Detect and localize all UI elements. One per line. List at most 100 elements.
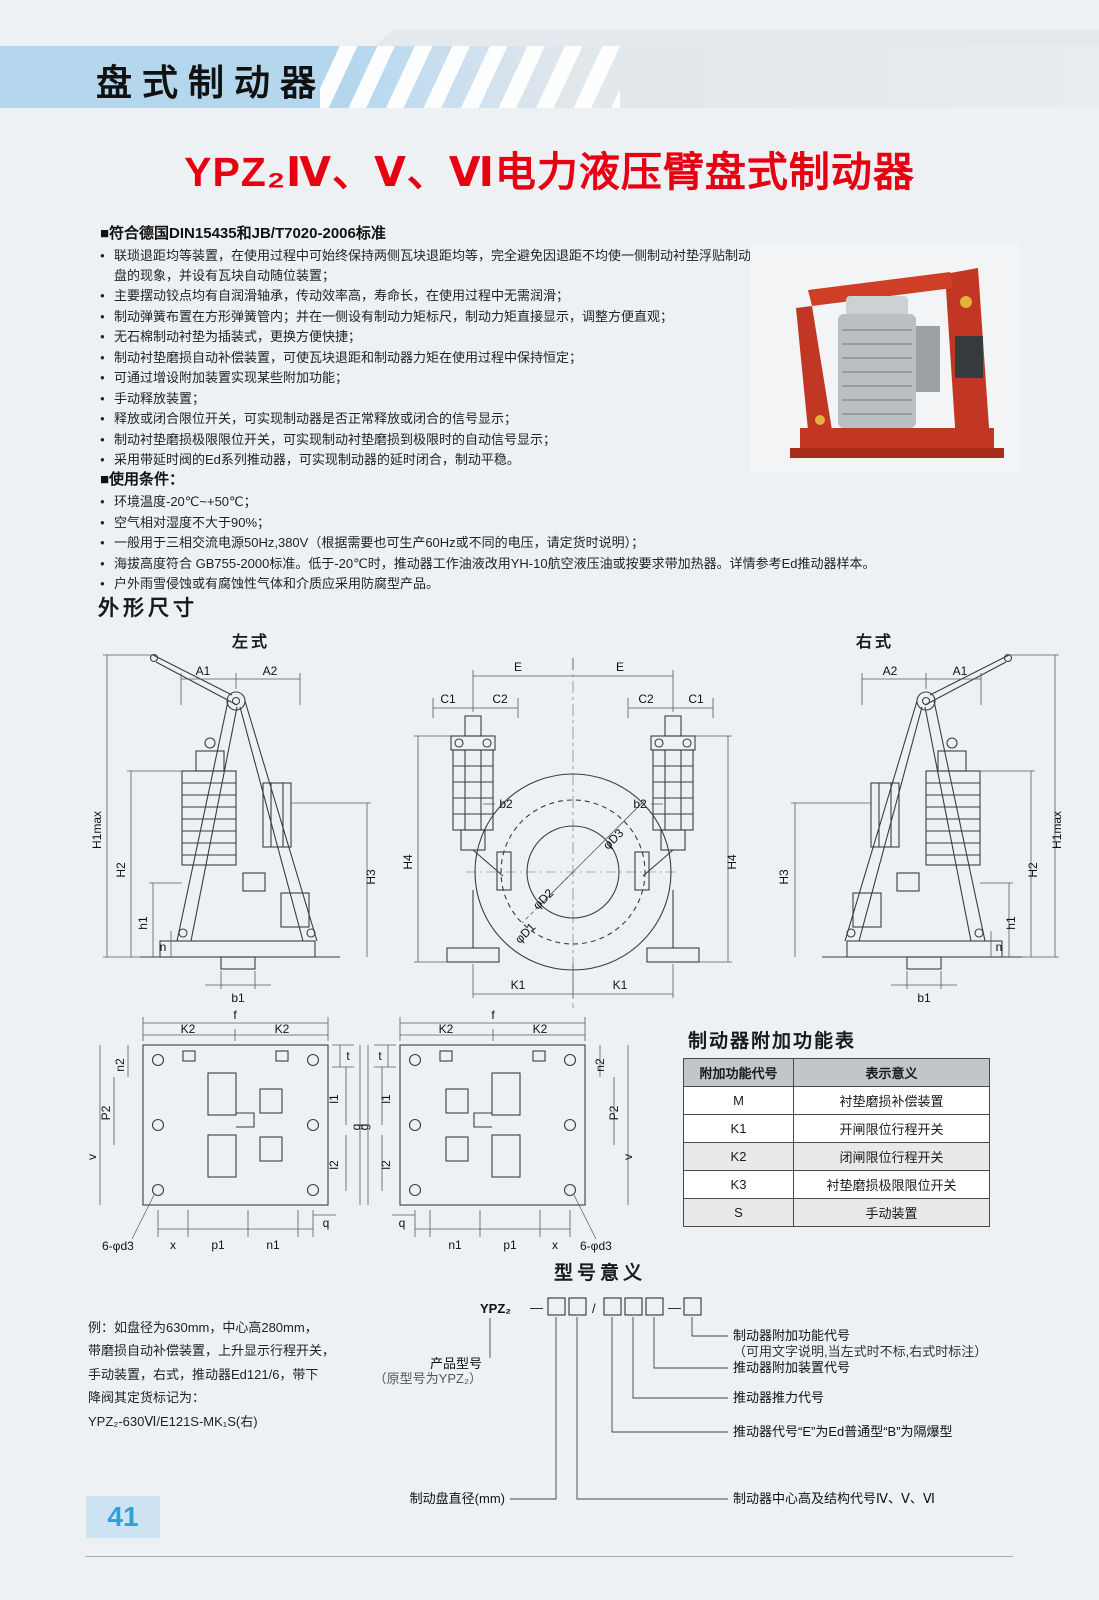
table-cell-code: M [683, 1086, 794, 1115]
model-leader-lines [489, 1317, 728, 1500]
thruster-cap [846, 296, 908, 318]
table-row: K1 开闸限位行程开关 [683, 1114, 990, 1143]
brake-base [800, 428, 994, 450]
pivot-pin [960, 296, 972, 308]
model-label-func-note: （可用文字说明,当左式时不标,右式时标注） [733, 1344, 987, 1359]
feature-item: 联琐退距均等装置，在使用过程中可始终保持两侧瓦块退距均等，完全避免因退距不均使一… [100, 246, 760, 285]
right-elevation-geometry [822, 653, 1022, 970]
dim-label-n2: n2 [113, 1058, 127, 1072]
base-plan-right-drawing: f K2 K2 t n2 P2 v l1 l2 g q x p1 n1 6-φd… [349, 1008, 635, 1253]
model-box-center-code [568, 1297, 587, 1316]
dim-label-n2: n2 [593, 1058, 607, 1072]
front-view-drawing: E E C1 C2 C2 C1 b2 b2 H4 H4 φD3 φD2 φD1 … [401, 658, 739, 1008]
right-elevation-drawing: A2 A1 H1max H2 h1 n H3 b1 [777, 653, 1064, 1005]
model-label-attach-code: 推动器附加装置代号 [733, 1360, 850, 1375]
left-elevation-drawing: A1 A2 H1max H2 h1 n H3 b1 [90, 653, 378, 1005]
front-view-dim-lines [414, 658, 732, 998]
right-thruster-assembly [634, 715, 700, 963]
thruster-side-block [916, 326, 940, 392]
table-row: K3 衬垫磨损极限限位开关 [683, 1170, 990, 1199]
dim-label-n: n [996, 940, 1003, 954]
conditions-section: ■使用条件： 环境温度-20℃~+50℃； 空气相对湿度不大于90%； 一般用于… [100, 468, 1018, 595]
base-plan-right-dim-lines [367, 1017, 629, 1240]
table-cell-meaning: 衬垫磨损极限限位开关 [793, 1170, 990, 1199]
dim-label-t: t [346, 1049, 350, 1063]
dim-label-d1: φD1 [512, 920, 538, 946]
conditions-heading: ■使用条件： [100, 471, 185, 488]
table-header-row: 附加功能代号 表示意义 [683, 1058, 990, 1087]
dim-label-b2: b2 [499, 797, 513, 811]
right-elevation-dim-lines [791, 654, 1059, 989]
condition-item: 空气相对湿度不大于90%； [100, 513, 1018, 533]
base-plan-right-geometry [399, 1044, 586, 1206]
brake-top-beam [808, 272, 953, 306]
table-cell-code: K1 [683, 1114, 794, 1143]
model-prefix: YPZ₂ [480, 1301, 511, 1316]
dim-label-b2: b2 [633, 797, 647, 811]
model-box-disc-dia [547, 1297, 566, 1316]
model-placeholder-boxes [547, 1297, 702, 1316]
dim-label-x: x [552, 1238, 558, 1252]
model-box-thruster-code [603, 1297, 622, 1316]
table-cell-meaning: 手动装置 [793, 1198, 990, 1227]
model-label-func-code: 制动器附加功能代号 [733, 1328, 850, 1343]
example-line: 带磨损自动补偿装置，上升显示行程开关， [88, 1343, 336, 1359]
model-slash: / [592, 1301, 596, 1316]
brake-arm-left [796, 306, 832, 430]
dim-label-p2: P2 [607, 1105, 621, 1120]
table-cell-code: S [683, 1198, 794, 1227]
table-row: M 衬垫磨损补偿装置 [683, 1086, 990, 1115]
dim-label-e: E [616, 660, 624, 674]
feature-item: 无石棉制动衬垫为插装式，更换方便快捷； [100, 327, 760, 347]
page-title: YPZ₂Ⅳ、Ⅴ、Ⅵ电力液压臂盘式制动器 [184, 149, 915, 195]
model-label-center-code: 制动器中心高及结构代号Ⅳ、Ⅴ、Ⅵ [733, 1491, 935, 1506]
dim-label-c1: C1 [688, 692, 704, 706]
dim-label-n1: n1 [448, 1238, 462, 1252]
dim-label-p1: p1 [503, 1238, 517, 1252]
dim-label-n1: n1 [266, 1238, 280, 1252]
model-code-diagram: YPZ₂ — / — 制动器附加功能代号 （可用文字说明,当左式时不标,右式时标… [374, 1297, 987, 1506]
function-table: 附加功能代号 表示意义 M 衬垫磨损补偿装置 K1 开闸限位行程开关 K2 闭闸… [683, 1058, 990, 1227]
dim-label-k2: K2 [275, 1022, 290, 1036]
dim-label-l1: l1 [327, 1094, 341, 1104]
dim-label-k2: K2 [181, 1022, 196, 1036]
dim-label-h2: H2 [1026, 862, 1040, 878]
dim-label-a1: A1 [196, 664, 211, 678]
dim-label-n: n [160, 940, 167, 954]
dim-label-b1: b1 [917, 991, 931, 1005]
model-box-attach-code [645, 1297, 664, 1316]
order-example: 例：如盘径为630mm，中心高280mm， 带磨损自动补偿装置，上升显示行程开关… [88, 1316, 350, 1433]
left-type-label: 左式 [232, 634, 271, 651]
dim-label-a1: A1 [953, 664, 968, 678]
standards-heading: ■符合德国DIN15435和JB/T7020-2006标准 [100, 225, 386, 242]
example-line: 降阀其定货标记为： [88, 1390, 206, 1406]
brake-base-foot [790, 448, 1004, 458]
dim-label-a2: A2 [883, 664, 898, 678]
right-type-label: 右式 [856, 634, 895, 651]
model-label-product: 产品型号 [430, 1356, 482, 1371]
dim-label-g: g [349, 1124, 363, 1131]
table-cell-code: K2 [683, 1142, 794, 1171]
dim-label-h1-small: h1 [136, 916, 150, 930]
dim-label-h1-small: h1 [1004, 916, 1018, 930]
condition-item: 户外雨雪侵蚀或有腐蚀性气体和介质应采用防腐型产品。 [100, 574, 1018, 594]
condition-item: 一般用于三相交流电源50Hz,380V（根据需要也可生产60Hz或不同的电压，请… [100, 533, 1018, 553]
dim-label-g: g [357, 1124, 371, 1131]
dim-label-k1: K1 [613, 978, 628, 992]
thruster-ribs [842, 329, 912, 415]
table-row: K2 闭闸限位行程开关 [683, 1142, 990, 1171]
dim-label-k2: K2 [439, 1022, 454, 1036]
feature-item: 采用带延时阀的Ed系列推动器，可实现制动器的延时闭合，制动平稳。 [100, 450, 760, 470]
dim-label-h3: H3 [777, 869, 791, 885]
table-cell-meaning: 闭闸限位行程开关 [793, 1142, 990, 1171]
model-box-thrust-code [624, 1297, 643, 1316]
model-label-thruster-code: 推动器代号“E”为Ed普通型“B”为隔爆型 [733, 1424, 953, 1439]
dim-label-t: t [378, 1049, 382, 1063]
condition-item: 海拔高度符合 GB755-2000标准。低于-20℃时，推动器工作油液改用YH-… [100, 554, 1018, 574]
dim-label-h1max: H1max [90, 811, 104, 849]
product-photo [750, 244, 1020, 472]
dim-label-d2: φD2 [530, 886, 556, 912]
feature-item: 制动弹簧布置在方形弹簧管内；并在一侧设有制动力矩标尺，制动力矩直接显示，调整方便… [100, 307, 760, 327]
model-label-thrust-code: 推动器推力代号 [733, 1390, 824, 1405]
